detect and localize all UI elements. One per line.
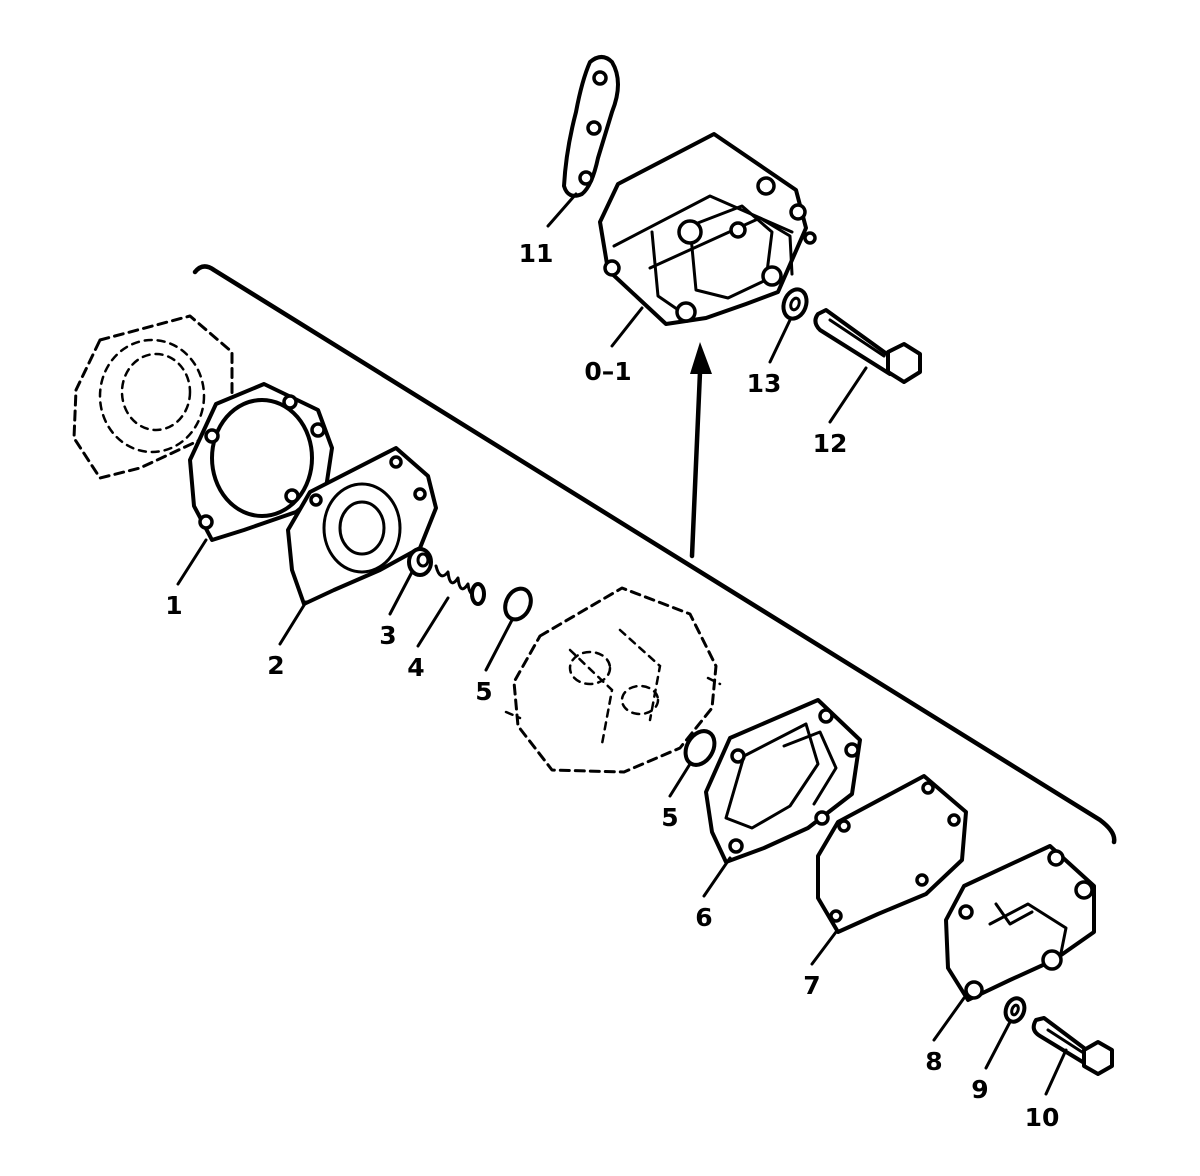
callout-2: 2: [267, 651, 284, 680]
part-9-washer: [1003, 996, 1027, 1024]
leader-1: [176, 538, 208, 586]
callout-5-lower: 5: [661, 803, 678, 832]
callout-6: 6: [695, 903, 712, 932]
leader-2: [278, 600, 308, 646]
leader-12: [828, 366, 868, 424]
part-11-mounting-gasket: [562, 55, 620, 198]
leader-10: [1044, 1048, 1068, 1096]
callout-10: 10: [1025, 1103, 1060, 1132]
leader-13: [768, 318, 792, 364]
callout-5-upper: 5: [475, 677, 492, 706]
callout-3: 3: [379, 621, 396, 650]
part-7-diaphragm: [816, 774, 968, 934]
callout-labels: 11 0–1 13 12 1 2 3 4 5 5 6 7 8 9 10: [165, 239, 1059, 1132]
part-8-pump-cover: [944, 844, 1096, 1002]
assembly-bracket: [192, 264, 1117, 845]
leader-3: [388, 570, 414, 616]
callout-11: 11: [519, 239, 554, 268]
part-5-valve-disc-upper: [503, 586, 533, 622]
ghost-pump-cover: [72, 314, 234, 480]
callout-9: 9: [971, 1075, 988, 1104]
part-6-gasket: [704, 698, 862, 864]
part-1-gasket: [188, 382, 334, 542]
part-10-bolt: [1031, 1016, 1114, 1076]
assembly-arrow: [689, 342, 712, 559]
callout-8: 8: [925, 1047, 942, 1076]
callout-0-1: 0–1: [584, 357, 631, 386]
callout-7: 7: [803, 971, 820, 1000]
leader-11: [546, 192, 578, 228]
leader-5b: [668, 762, 692, 798]
leader-5a: [484, 618, 514, 672]
leader-lines: [176, 192, 1068, 1096]
callout-13: 13: [747, 369, 782, 398]
leader-9: [984, 1020, 1012, 1070]
part-12-bolt: [813, 308, 922, 384]
part-13-washer: [781, 287, 809, 321]
part-0-1-fuel-pump-assembly: [598, 132, 817, 326]
callout-12: 12: [813, 429, 848, 458]
part-2-diaphragm: [286, 446, 438, 606]
callout-4: 4: [407, 653, 424, 682]
part-3-retainer: [407, 547, 433, 577]
ghost-pump-body: [504, 586, 722, 774]
part-4-spring: [434, 564, 486, 606]
leader-7: [810, 930, 838, 966]
leader-6: [702, 856, 732, 898]
callout-1: 1: [165, 591, 182, 620]
leader-8: [932, 996, 966, 1042]
leader-0-1: [610, 306, 644, 348]
leader-4: [416, 596, 450, 648]
